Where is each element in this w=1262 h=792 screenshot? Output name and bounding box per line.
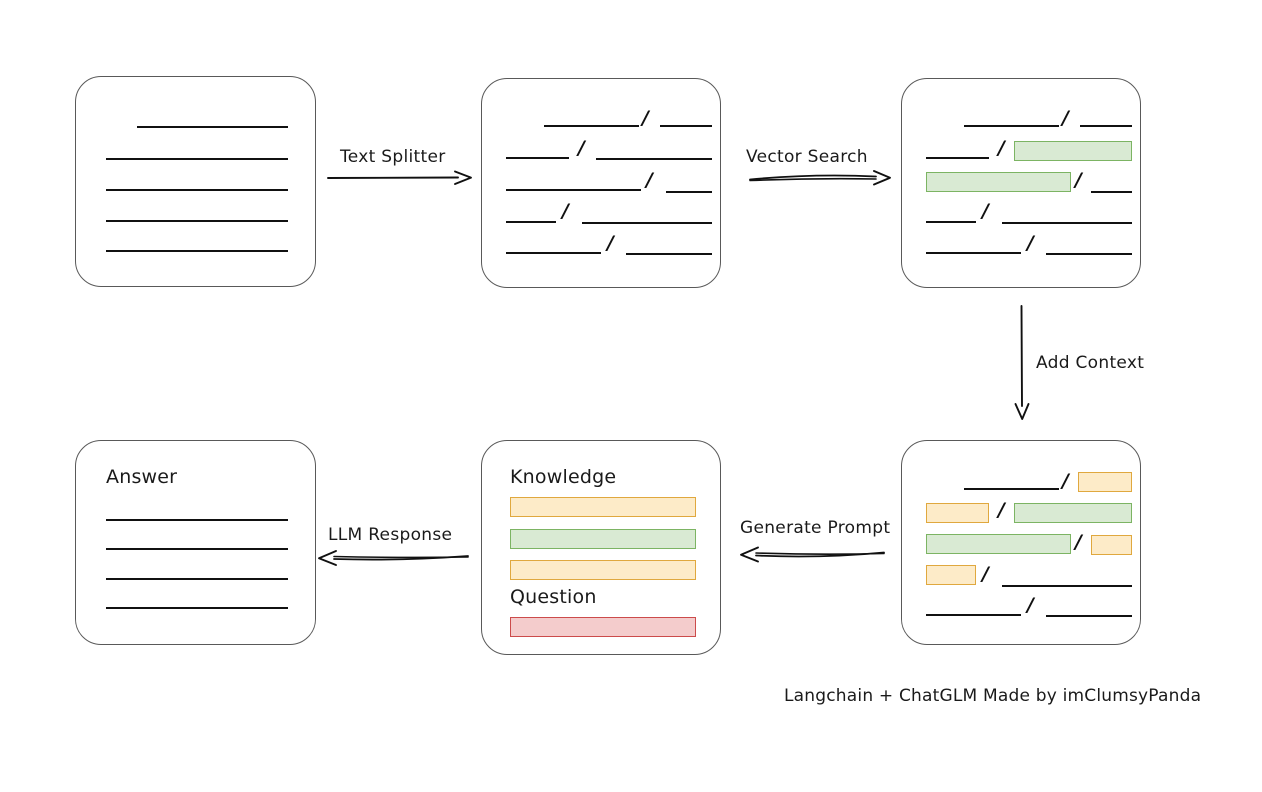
knowledge-bar <box>510 529 696 549</box>
chunk-line <box>596 158 712 160</box>
arrow-label-add-context: Add Context <box>1036 353 1145 373</box>
doc-line <box>106 189 288 191</box>
chunk-line <box>1002 585 1132 587</box>
chunk-slash: / <box>1027 594 1034 616</box>
chunk-chip-green <box>1014 503 1132 523</box>
chunk-line <box>506 252 601 254</box>
chunk-line <box>506 157 569 159</box>
chunk-slash: / <box>607 232 614 254</box>
chunk-slash: / <box>1062 107 1069 129</box>
credit-text: Langchain + ChatGLM Made by imClumsyPand… <box>784 686 1202 706</box>
chunk-line <box>506 189 641 191</box>
arrow-llm-response <box>318 550 469 566</box>
doc-line <box>137 126 288 128</box>
chunk-chip-green <box>926 172 1071 192</box>
chunk-line <box>506 221 556 223</box>
arrow-label-text-splitter: Text Splitter <box>340 147 446 167</box>
prompt-question-label: Question <box>510 586 597 608</box>
chunk-line <box>582 222 712 224</box>
chunk-line <box>1046 615 1132 617</box>
chunk-line <box>626 253 712 255</box>
chunk-line <box>926 614 1021 616</box>
chunk-line <box>666 191 712 193</box>
answer-line <box>106 548 288 550</box>
chunk-line <box>660 125 712 127</box>
chunk-line <box>1046 253 1132 255</box>
arrow-label-generate-prompt: Generate Prompt <box>740 518 891 538</box>
knowledge-bar <box>510 497 696 517</box>
answer-label: Answer <box>106 466 178 488</box>
chunk-chip-yellow <box>926 565 976 585</box>
arrow-label-vector-search: Vector Search <box>746 147 868 167</box>
doc-line <box>106 158 288 160</box>
arrow-add-context <box>1014 305 1030 420</box>
chunk-line <box>1002 222 1132 224</box>
question-bar <box>510 617 696 637</box>
card-split-chunks[interactable]: / / / / / <box>481 78 721 288</box>
chunk-slash: / <box>982 200 989 222</box>
doc-line <box>106 220 288 222</box>
prompt-knowledge-label: Knowledge <box>510 466 617 488</box>
chunk-slash: / <box>578 137 585 159</box>
doc-line <box>106 250 288 252</box>
chunk-line <box>964 125 1059 127</box>
chunk-chip-yellow <box>1091 535 1132 555</box>
arrow-vector-search <box>749 170 891 186</box>
card-source-document[interactable] <box>75 76 316 287</box>
card-prompt[interactable]: Knowledge Question <box>481 440 721 655</box>
chunk-slash: / <box>982 563 989 585</box>
answer-line <box>106 578 288 580</box>
answer-line <box>106 519 288 521</box>
chunk-line <box>926 221 976 223</box>
chunk-line <box>1080 125 1132 127</box>
arrow-text-splitter <box>327 170 472 185</box>
chunk-line <box>926 157 989 159</box>
chunk-slash: / <box>1027 232 1034 254</box>
answer-line <box>106 607 288 609</box>
chunk-slash: / <box>998 137 1005 159</box>
chunk-slash: / <box>1062 470 1069 492</box>
card-matched-chunks[interactable]: / / / / / <box>901 78 1141 288</box>
chunk-chip-yellow <box>926 503 989 523</box>
chunk-line <box>544 125 639 127</box>
chunk-slash: / <box>1075 169 1082 191</box>
arrow-generate-prompt <box>740 546 885 563</box>
chunk-slash: / <box>646 169 653 191</box>
chunk-slash: / <box>1075 531 1082 553</box>
chunk-line <box>1091 191 1132 193</box>
chunk-chip-green <box>1014 141 1132 161</box>
chunk-slash: / <box>998 499 1005 521</box>
chunk-slash: / <box>562 200 569 222</box>
chunk-line <box>964 488 1059 490</box>
card-answer[interactable]: Answer <box>75 440 316 645</box>
chunk-slash: / <box>642 107 649 129</box>
knowledge-bar <box>510 560 696 580</box>
chunk-chip-green <box>926 534 1071 554</box>
chunk-line <box>926 252 1021 254</box>
chunk-chip-yellow <box>1078 472 1132 492</box>
card-context-chunks[interactable]: / / / / / <box>901 440 1141 645</box>
arrow-label-llm-response: LLM Response <box>328 525 453 545</box>
